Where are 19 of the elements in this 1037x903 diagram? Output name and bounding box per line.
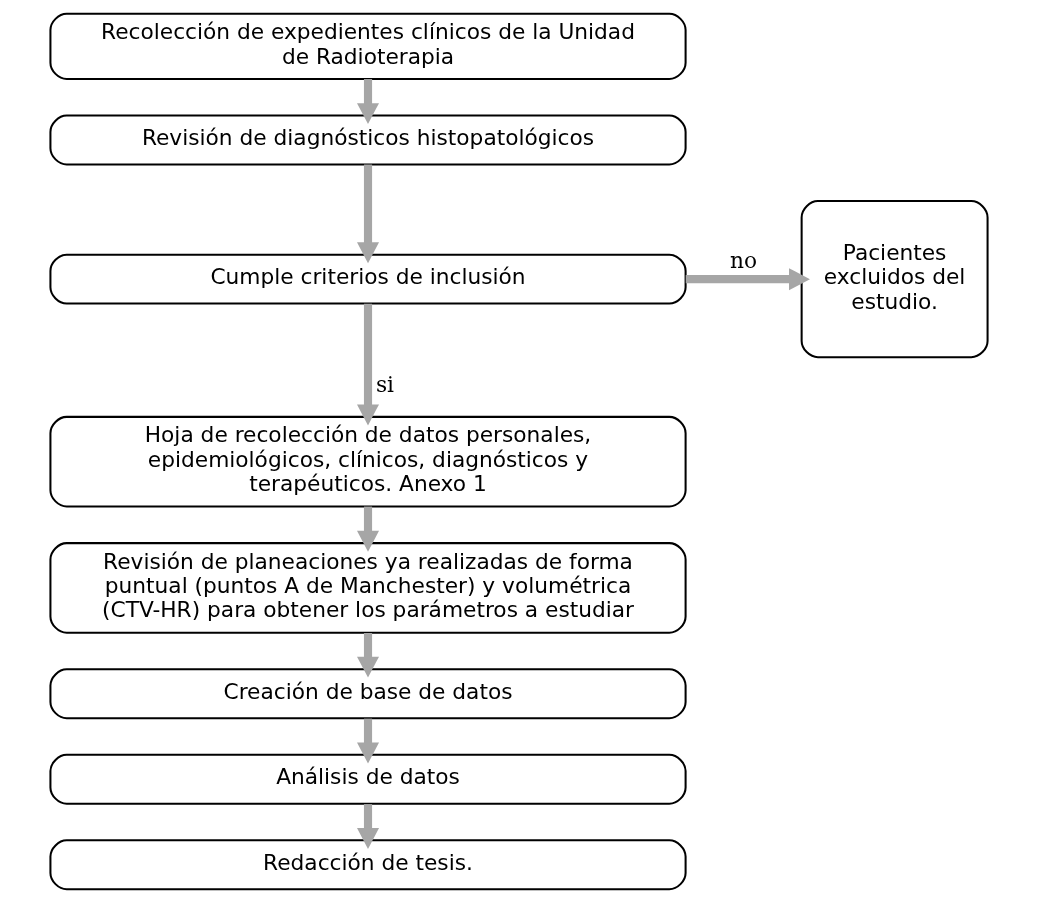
node-box: Pacientes excluidos del estudio. <box>800 200 989 359</box>
node-box: Análisis de datos <box>48 753 687 805</box>
arrow <box>356 633 379 678</box>
node-box: Revisión de diagnósticos histopatológicos <box>48 114 687 166</box>
node-box: Redacción de tesis. <box>48 839 687 891</box>
arrow <box>356 718 379 764</box>
arrow <box>356 303 379 426</box>
arrow <box>685 268 810 291</box>
node-box: Revisión de planeaciones ya realizadas de forma puntual (puntos A de Manchester) y volumétrica (CTV-HR) para obtener los parámetros a estudiar <box>48 542 687 634</box>
node-box: Creación de base de datos <box>48 668 687 720</box>
arrow <box>356 164 379 264</box>
node-box: Recolección de expedientes clínicos de la Unidad de Radioterapia <box>48 12 687 80</box>
arrow <box>356 506 379 552</box>
edge-label: si <box>375 372 394 398</box>
arrow <box>356 804 379 849</box>
node-box: Cumple criterios de inclusión <box>48 253 687 305</box>
edge-label: no <box>729 248 757 274</box>
node-box: Hoja de recolección de datos personales, epidemiológicos, clínicos, diagnósticos y terapéuticos. Anexo 1 <box>48 415 687 508</box>
arrow <box>356 79 379 125</box>
